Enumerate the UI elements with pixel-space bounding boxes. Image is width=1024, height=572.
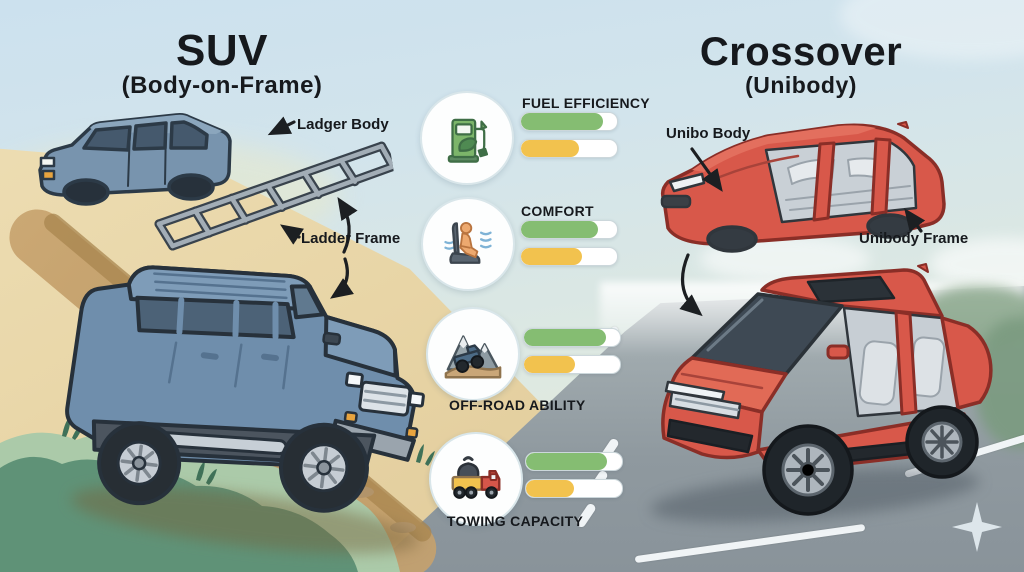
green-bar-fill xyxy=(524,329,606,346)
fuel-efficiency-label: FUEL EFFICIENCY xyxy=(522,95,650,111)
yellow-bar-fill xyxy=(524,356,575,373)
suv-body-shell-illustration xyxy=(38,113,232,206)
crossover-title: Crossover xyxy=(699,30,903,74)
offroad-ability-label: OFF-ROAD ABILITY xyxy=(449,397,586,413)
dirt-spot xyxy=(390,522,416,533)
offroad-yellow-bar xyxy=(523,355,621,374)
crossover-body-shell-illustration xyxy=(660,121,946,253)
suv-frame-callout: Ladder Frame xyxy=(301,230,401,247)
comfort-label: COMFORT xyxy=(521,203,594,219)
green-bar-fill xyxy=(521,221,598,238)
fuel-efficiency-green-bar xyxy=(520,112,618,131)
towing-green-bar xyxy=(525,452,623,471)
suv-subtitle: (Body-on-Frame) xyxy=(121,72,323,99)
fuel-pump-icon xyxy=(420,91,514,185)
yellow-bar-fill xyxy=(521,248,583,265)
yellow-bar-fill xyxy=(521,140,579,157)
tow-truck-weight-icon xyxy=(429,432,523,526)
towing-capacity-label: TOWING CAPACITY xyxy=(446,513,584,529)
green-bar-fill xyxy=(521,113,603,130)
suv-body-callout: Ladger Body xyxy=(297,116,389,133)
ventilated-seat-icon xyxy=(421,197,515,291)
crossover-full-illustration xyxy=(661,263,993,516)
offroad-green-bar xyxy=(523,328,621,347)
comfort-yellow-bar xyxy=(520,247,618,266)
suv-full-illustration xyxy=(65,265,425,513)
crossover-frame-callout: Unibody Frame xyxy=(859,230,969,247)
offroad-truck-mountain-icon xyxy=(426,307,520,401)
towing-yellow-bar xyxy=(525,479,623,498)
ladder-frame-illustration xyxy=(154,141,398,251)
fuel-efficiency-yellow-bar xyxy=(520,139,618,158)
crossover-body-callout: Unibo Body xyxy=(666,125,751,142)
crossover-subtitle: (Unibody) xyxy=(745,72,857,98)
green-bar-fill xyxy=(526,453,607,470)
suv-title: SUV xyxy=(176,26,268,75)
yellow-bar-fill xyxy=(526,480,574,497)
comfort-green-bar xyxy=(520,220,618,239)
